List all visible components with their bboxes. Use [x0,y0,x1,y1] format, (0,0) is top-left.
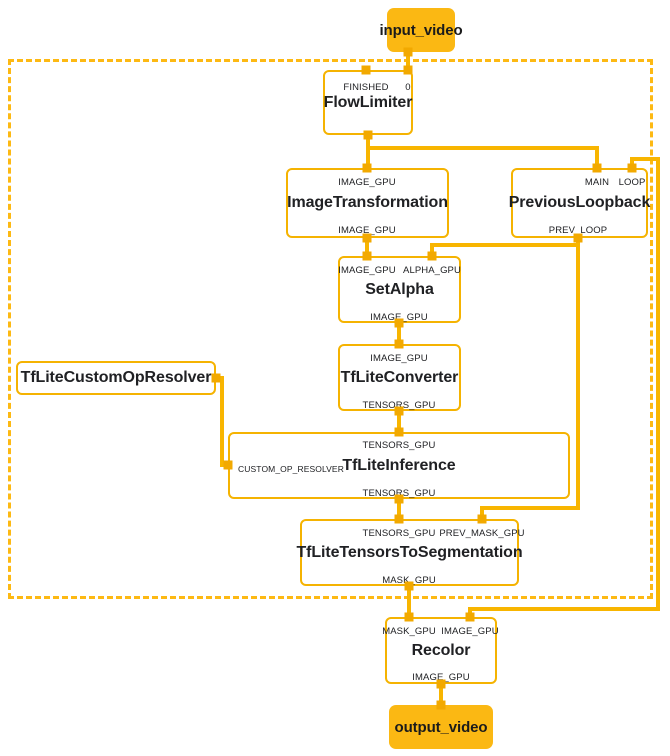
port-tfliteinference-in-tensors[interactable] [394,427,404,437]
subgraph-boundary [8,59,653,599]
port-input-video-out[interactable] [403,47,413,57]
port-imagetransformation-in[interactable] [362,163,372,173]
port-imagetransformation-out[interactable] [362,233,372,243]
port-label-tflite_inference-custom-op-resolver: CUSTOM_OP_RESOLVER [238,464,344,474]
port-recolor-in-mask[interactable] [404,612,414,622]
port-label-tflite_inference-tensors-gpu: TENSORS_GPU [362,488,436,499]
node-set_alpha[interactable]: SetAlpha [338,256,461,323]
port-label-tflite_converter-tensors-gpu: TENSORS_GPU [362,400,436,411]
node-image_transformation[interactable]: ImageTransformation [286,168,449,238]
port-segmentation-out[interactable] [404,581,414,591]
port-setalpha-out[interactable] [394,318,404,328]
node-title-flow_limiter: FlowLimiter [323,93,413,111]
port-previousloopback-in-main[interactable] [592,163,602,173]
port-segmentation-in-tensors[interactable] [394,514,404,524]
port-label-tflite_inference-tensors-gpu: TENSORS_GPU [362,440,436,451]
node-title-tflite_converter: TfLiteConverter [340,368,459,386]
port-label-image_transformation-image-gpu: IMAGE_GPU [338,225,396,236]
port-label-set_alpha-alpha-gpu: ALPHA_GPU [403,265,461,276]
node-title-output_video: output_video [394,718,488,736]
port-flowlimiter-in-finished[interactable] [361,65,371,75]
port-tfliteinference-out[interactable] [394,494,404,504]
port-recolor-out[interactable] [436,679,446,689]
port-tfliteconverter-in[interactable] [394,339,404,349]
port-label-flow_limiter-finished: FINISHED [343,82,389,93]
node-title-previous_loopback: PreviousLoopback [508,194,651,211]
port-previousloopback-out-prevloop[interactable] [573,233,583,243]
port-segmentation-in-prevmask[interactable] [477,514,487,524]
port-label-tflite_converter-image-gpu: IMAGE_GPU [370,353,428,364]
port-label-tflite_tensors_to_segmentation-tensors-gpu: TENSORS_GPU [362,528,436,539]
node-tflite_custom_op_resolver[interactable]: TfLiteCustomOpResolver [16,361,216,395]
port-recolor-in-image[interactable] [465,612,475,622]
port-label-previous_loopback-prev-loop: PREV_LOOP [548,225,608,236]
port-label-tflite_tensors_to_segmentation-prev-mask-gpu: PREV_MASK_GPU [439,528,525,539]
node-previous_loopback[interactable]: PreviousLoopback [508,168,651,238]
node-title-tflite_custom_op_resolver: TfLiteCustomOpResolver [20,369,212,386]
port-label-previous_loopback-loop: LOOP [618,177,646,188]
port-flowlimiter-out[interactable] [363,130,373,140]
port-output-video-in[interactable] [436,700,446,710]
port-label-tflite_tensors_to_segmentation-mask-gpu: MASK_GPU [382,575,436,586]
port-setalpha-in-image[interactable] [362,251,372,261]
port-tfliteinference-in-resolver[interactable] [223,460,233,470]
port-label-flow_limiter-0: 0 [405,82,411,93]
node-title-tflite_inference: TfLiteInference [342,456,456,474]
node-title-tflite_tensors_to_segmentation: TfLiteTensorsToSegmentation [296,543,523,561]
port-previousloopback-in-loop[interactable] [627,163,637,173]
node-tflite_converter[interactable]: TfLiteConverter [338,344,461,411]
port-setalpha-in-alpha[interactable] [427,251,437,261]
port-label-set_alpha-image-gpu: IMAGE_GPU [370,312,428,323]
node-input_video[interactable]: input_video [379,8,463,52]
port-tfliteconverter-out[interactable] [394,406,404,416]
node-title-image_transformation: ImageTransformation [287,194,448,211]
port-label-recolor-image-gpu: IMAGE_GPU [412,672,470,683]
port-label-recolor-image-gpu: IMAGE_GPU [441,626,499,637]
port-label-recolor-mask-gpu: MASK_GPU [382,626,436,637]
port-label-image_transformation-image-gpu: IMAGE_GPU [338,177,396,188]
node-title-set_alpha: SetAlpha [365,280,434,298]
node-tflite_inference[interactable]: TfLiteInference [228,432,570,499]
port-label-previous_loopback-main: MAIN [584,177,610,188]
node-recolor[interactable]: Recolor [385,617,497,684]
port-flowlimiter-in-0[interactable] [403,65,413,75]
node-flow_limiter[interactable]: FlowLimiter [323,70,413,135]
port-tflitecustomopresolver-out[interactable] [211,373,221,383]
port-label-set_alpha-image-gpu: IMAGE_GPU [338,265,396,276]
node-title-recolor: Recolor [411,641,471,659]
node-title-input_video: input_video [379,21,463,39]
node-output_video[interactable]: output_video [389,705,493,749]
node-tflite_tensors_to_segmentation[interactable]: TfLiteTensorsToSegmentation [296,519,523,586]
